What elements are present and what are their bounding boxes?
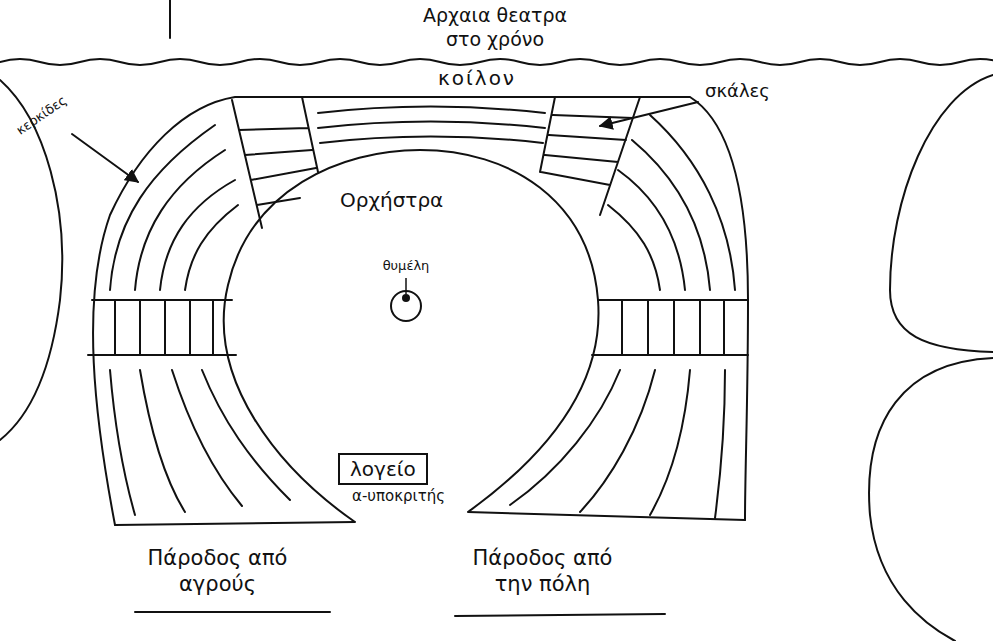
- part-label: σκάλες: [705, 80, 770, 103]
- wavy-line: [0, 59, 993, 65]
- seat-rows: [110, 107, 735, 519]
- cavea-outline: [93, 97, 748, 525]
- hill-right-top: [890, 75, 993, 352]
- title: Αρχαια θεατρα στο χρόνο: [405, 4, 585, 52]
- parodos-underline: [135, 611, 330, 613]
- leader-arrow: [72, 134, 138, 182]
- part-label: κερκίδες: [13, 92, 70, 138]
- hill-left: [0, 80, 62, 440]
- part-label: Πάροδος από την πόλη: [455, 545, 630, 598]
- hill-right-bottom: [869, 358, 993, 641]
- parodos-underline: [455, 614, 665, 616]
- node-label: Ορχήστρα: [340, 188, 443, 212]
- part-label: Πάροδος από αγρούς: [130, 545, 305, 598]
- part-label: α-υποκριτής: [352, 487, 445, 506]
- part-label: κοίλον: [438, 66, 516, 91]
- node-label: θυμέλη: [371, 258, 441, 273]
- stage-box: λογείο: [338, 453, 428, 485]
- frame-tick: [169, 0, 171, 38]
- wedge-base: [468, 512, 745, 520]
- altar-circle: θυμέλη: [371, 258, 441, 324]
- node-label: λογείο: [350, 457, 416, 481]
- wedge-base: [115, 522, 355, 525]
- leader-arrow: [600, 102, 698, 126]
- aisle-band: [88, 97, 748, 355]
